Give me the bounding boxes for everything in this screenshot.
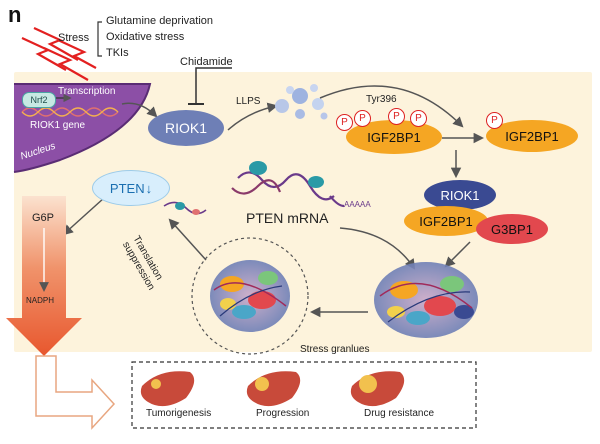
complex-riok1-node: RIOK1 [424,180,496,210]
mrna-small-icon [163,201,207,215]
stress-item: Oxidative stress [106,31,185,43]
liver-icon-3 [350,371,405,407]
phospho-badge: P [336,114,353,131]
stress-label: Stress [58,32,90,44]
complex-g3bp1-node: G3BP1 [476,214,548,244]
stress-granules-label: Stress granlues [300,344,370,355]
transcription-label: Transcription [58,86,116,97]
liver-icon-2 [246,371,301,407]
pten-mrna-icon [231,161,345,208]
pten-label: PTEN [109,180,145,196]
phospho-badge: P [388,108,405,125]
dna-helix-icon [21,107,119,117]
stress-item: TKIs [106,47,129,59]
outcome-label: Tumorigenesis [146,408,212,419]
chidamide-label: Chidamide [180,56,233,68]
llps-label: LLPS [236,96,261,107]
igf2bp1-phospho-node: IGF2BP1 [346,120,442,154]
nrf2-badge: Nrf2 [22,92,56,108]
outcome-label: Progression [256,408,310,419]
stress-granule-left-icon [210,260,290,332]
phospho-badge: P [410,110,427,127]
phospho-badge: P [486,112,503,129]
llps-droplets-icon [275,84,328,120]
lightning-icon [21,27,97,81]
polya-label: AAAAA [344,200,371,209]
down-arrow-icon: ↓ [145,180,153,196]
outcome-label: Drug resistance [364,408,435,419]
riok1-node: RIOK1 [148,110,224,146]
outcome-arrow [35,355,116,430]
pten-mrna-label: PTEN mRNA [246,210,329,226]
phospho-badge: P [354,110,371,127]
stress-item: Glutamine deprivation [106,15,214,27]
tyr-label: Tyr396 [366,94,397,105]
gene-label: RIOK1 gene [30,120,86,131]
liver-icon-1 [140,371,195,407]
g6p-label: G6P [32,212,55,224]
complex-igf2bp1-node: IGF2BP1 [404,206,488,236]
panel-label: n [8,2,22,27]
nadph-label: NADPH [26,296,55,305]
stress-granule-right-icon [374,262,478,338]
pten-node: PTEN↓ [92,170,170,206]
